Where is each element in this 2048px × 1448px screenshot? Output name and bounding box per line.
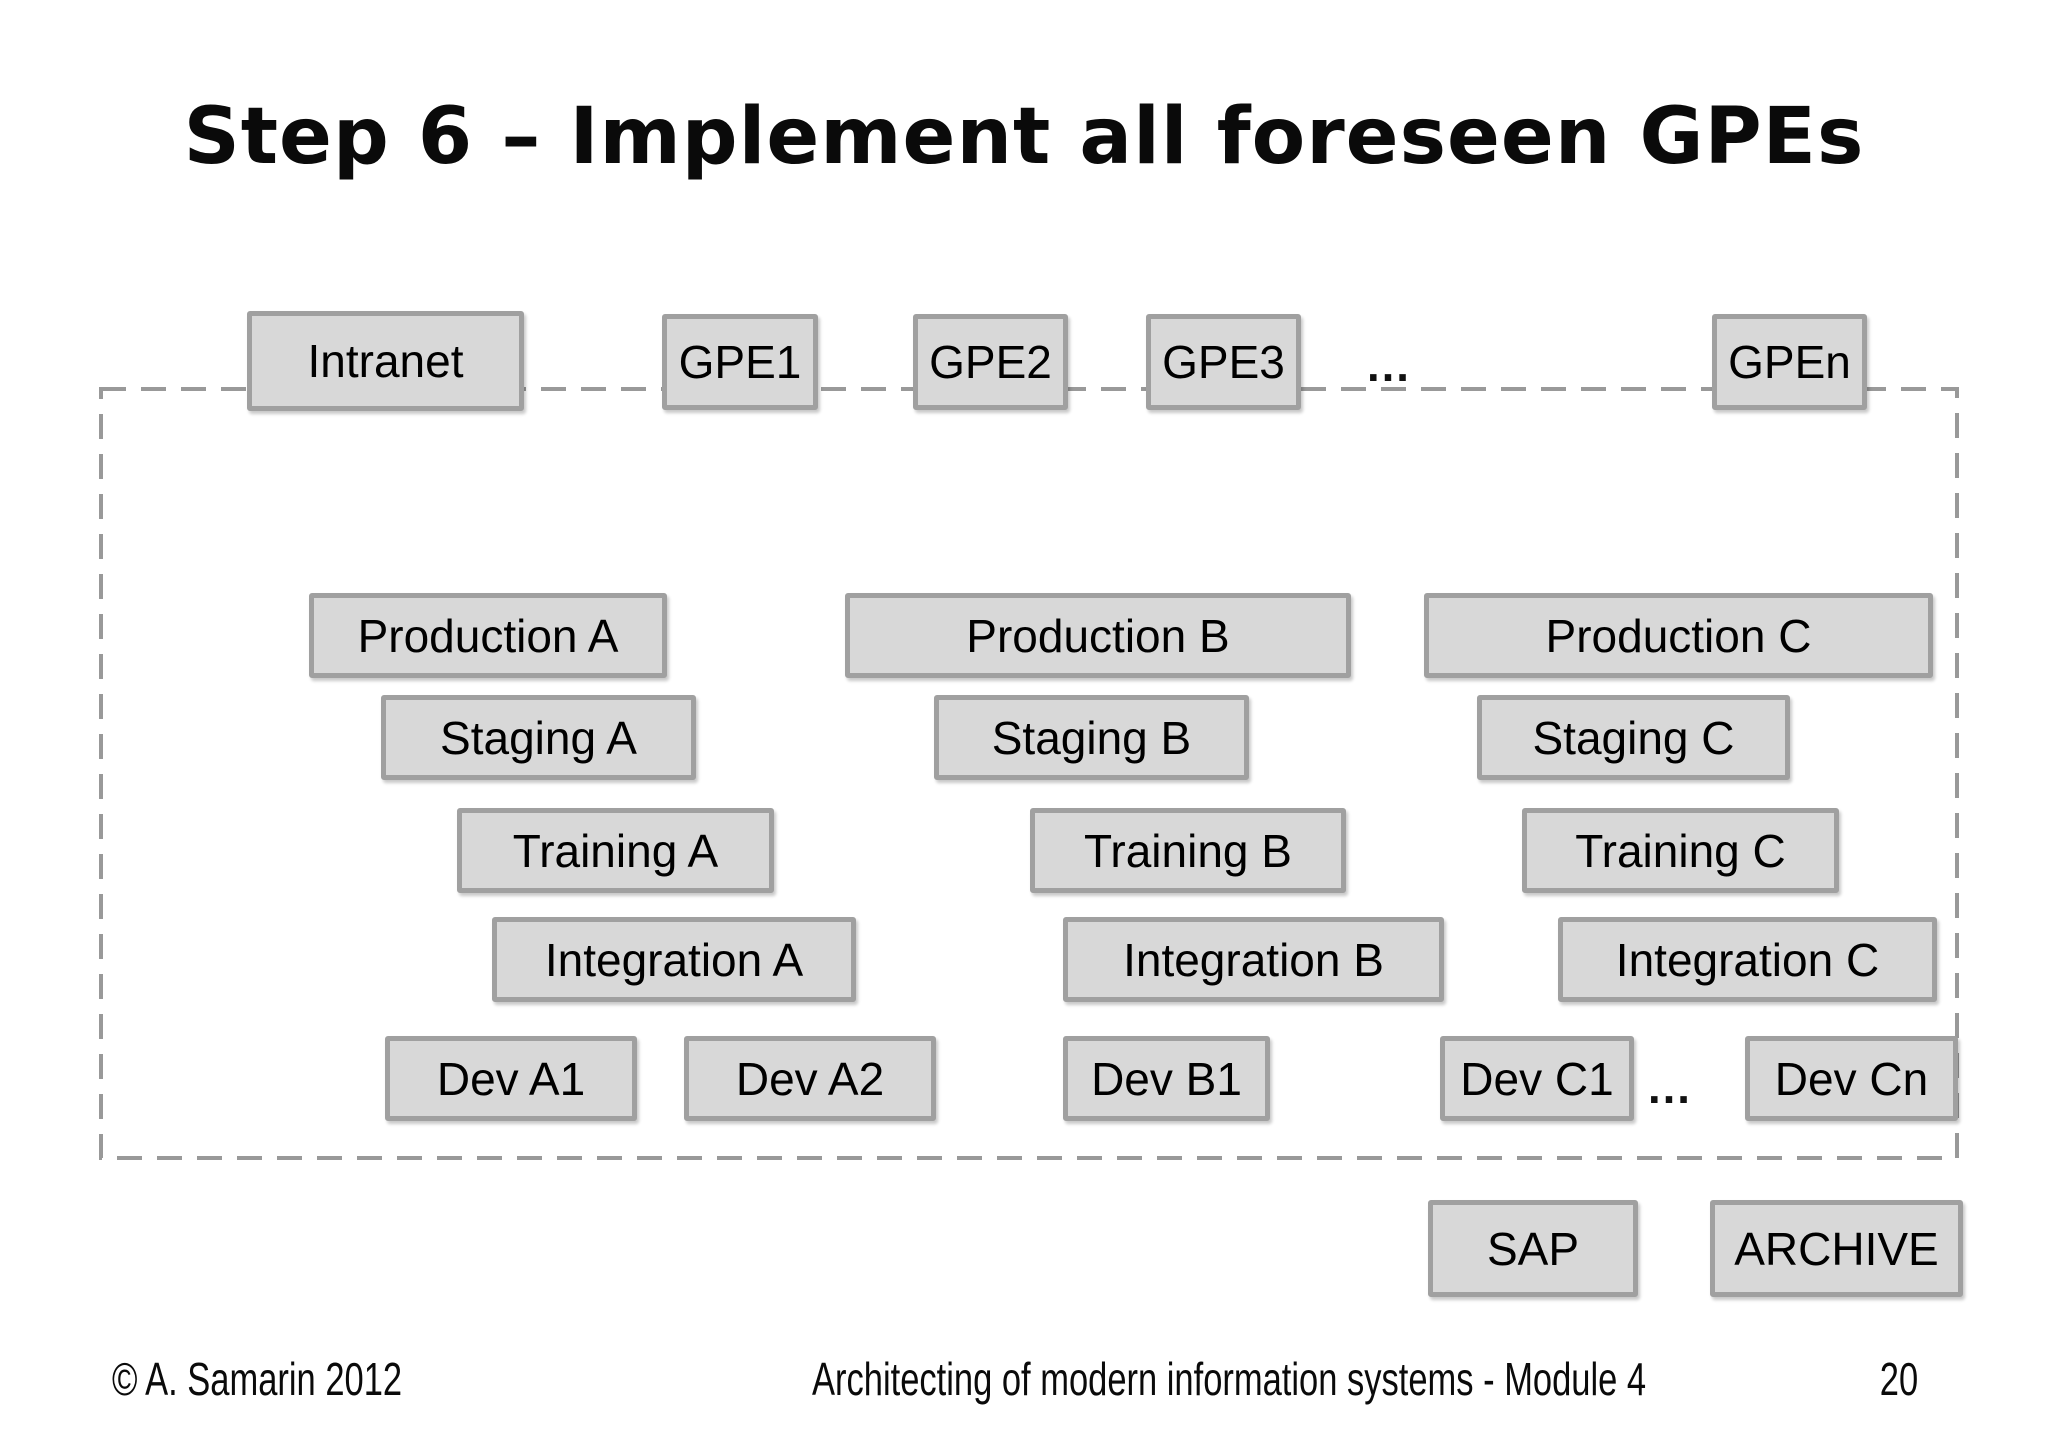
box-dev-b1: Dev B1 (1063, 1036, 1270, 1121)
box-training-b: Training B (1030, 808, 1346, 893)
box-gpen: GPEn (1712, 314, 1867, 410)
box-production-c: Production C (1424, 593, 1933, 678)
ellipsis-dev-c: … (1646, 1061, 1694, 1113)
box-integration-a: Integration A (492, 917, 856, 1002)
box-training-c: Training C (1522, 808, 1839, 893)
box-gpe2: GPE2 (913, 314, 1068, 410)
box-archive: ARCHIVE (1710, 1200, 1963, 1297)
footer-copyright: © A. Samarin 2012 (112, 1353, 403, 1405)
footer-page-number: 20 (1879, 1353, 1918, 1405)
box-staging-c: Staging C (1477, 695, 1790, 780)
footer-center-label: Architecting of modern information syste… (812, 1353, 1647, 1405)
box-intranet: Intranet (247, 311, 524, 411)
box-staging-a: Staging A (381, 695, 696, 780)
box-gpe3: GPE3 (1146, 314, 1301, 410)
slide-title: Step 6 – Implement all foreseen GPEs (183, 92, 1865, 182)
box-staging-b: Staging B (934, 695, 1249, 780)
box-sap: SAP (1428, 1200, 1638, 1297)
box-integration-c: Integration C (1558, 917, 1937, 1002)
box-dev-a2: Dev A2 (684, 1036, 936, 1121)
box-dev-a1: Dev A1 (385, 1036, 637, 1121)
box-production-a: Production A (309, 593, 667, 678)
box-training-a: Training A (457, 808, 774, 893)
box-dev-c1: Dev C1 (1440, 1036, 1634, 1121)
box-gpe1: GPE1 (662, 314, 818, 410)
box-integration-b: Integration B (1063, 917, 1444, 1002)
box-production-b: Production B (845, 593, 1351, 678)
ellipsis-gpe: … (1365, 339, 1413, 391)
footer-center-text: Architecting of modern information syste… (673, 1352, 1646, 1406)
box-dev-cn: Dev Cn (1745, 1036, 1958, 1121)
